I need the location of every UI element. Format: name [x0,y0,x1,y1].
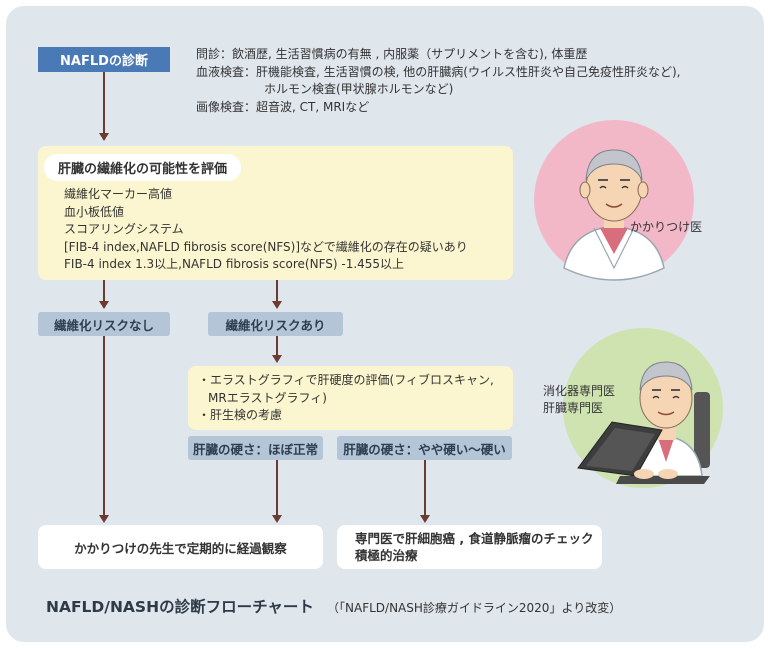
nafld-diagnosis-details: 問診：飲酒歴, 生活習慣病の有無 , 内服薬（サプリメントを含む), 体重歴 血… [196,46,680,116]
no-fibrosis-risk-label: 繊維化リスクなし [53,317,154,333]
arrow-specialist-shaft [424,460,426,516]
arrow-risk-head [272,301,282,309]
fibrosis-evaluation-title-pill: 肝臓の繊維化の可能性を評価 [44,154,242,181]
specialist-outcome-box: 専門医で肝細胞癌 , 食道静脈瘤のチェック 積極的治療 [337,525,602,569]
hormone-test-line: ホルモン検査(甲状腺ホルモンなど) [264,82,454,96]
marker-line: 繊維化マーカー高値 [64,187,173,201]
specialist-check-line: 専門医で肝細胞癌 , 食道静脈瘤のチェック [355,531,594,546]
blood-test-line: 血液検査：肝機能検査, 生活習慣の検, 他の肝臓病(ウイルス性肝炎や自己免疫性肝… [196,64,681,79]
imaging-line: 画像検査：超音波, CT, MRIなど [196,99,370,114]
arrow-normal-head [272,515,282,523]
gp-role-label: かかりつけ医 [630,220,703,234]
arrow-1-head [99,133,109,141]
elastography-line: ・エラストグラフィで肝硬度の評価(フィブロスキャン, [198,373,494,387]
nafld-diagnosis-step: NAFLDの診断 [38,47,170,72]
arrow-observe-head [99,515,109,523]
platelet-line: 血小板低値 [64,204,125,219]
general-practitioner-illustration [534,120,694,281]
flowchart-caption: NAFLD/NASHの診断フローチャート （「NAFLD/NASH診療ガイドライ… [46,595,621,617]
no-fibrosis-risk-step: 繊維化リスクなし [38,312,170,336]
observation-outcome-text: かかりつけの先生で定期的に経過観察 [74,540,287,556]
hardness-hard-label: 肝臓の硬さ：やや硬い〜硬い [343,441,506,457]
arrow-elastography-head [272,355,282,363]
mr-elastography-line: MRエラストグラフィ) [208,390,327,405]
score-suspect-line: [FIB-4 index,NAFLD fibrosis score(NFS)]な… [64,239,468,254]
specialist-illustration [563,328,723,488]
fibrosis-risk-step: 繊維化リスクあり [208,312,343,336]
arrow-1-shaft [103,72,105,134]
flowchart-title: NAFLD/NASHの診断フローチャート [46,598,314,616]
arrow-normal-shaft [276,460,278,516]
arrow-no-risk-head [99,301,109,309]
arrow-observe-shaft [103,336,105,516]
fibrosis-evaluation-box: 肝臓の繊維化の可能性を評価 繊維化マーカー高値 血小板低値 スコアリングシステム… [38,146,513,280]
flowchart-source-note: （「NAFLD/NASH診療ガイドライン2020」より改変） [327,601,622,615]
gastroenterologist-label: 消化器専門医 [543,384,616,398]
specialist-outcome-text: 専門医で肝細胞癌 , 食道静脈瘤のチェック 積極的治療 [355,530,593,564]
liver-biopsy-line: ・肝生検の考慮 [198,408,283,422]
observation-outcome-box: かかりつけの先生で定期的に経過観察 [38,525,323,569]
hardness-hard-step: 肝臓の硬さ：やや硬い〜硬い [337,436,512,460]
interview-line: 問診：飲酒歴, 生活習慣病の有無 , 内服薬（サプリメントを含む), 体重歴 [196,47,588,61]
elastography-box: ・エラストグラフィで肝硬度の評価(フィブロスキャン, MRエラストグラフィ) ・… [188,366,513,430]
specialist-role-label: 消化器専門医 肝臓専門医 [543,383,615,417]
arrow-no-risk-shaft [103,280,105,302]
nafld-diagnosis-label: NAFLDの診断 [60,54,148,69]
score-threshold-line: FIB-4 index 1.3以上,NAFLD fibrosis score(N… [64,257,405,271]
fibrosis-evaluation-title: 肝臓の繊維化の可能性を評価 [58,162,228,177]
scoring-line: スコアリングシステム [64,222,184,236]
arrow-specialist-head [420,515,430,523]
hardness-normal-step: 肝臓の硬さ：ほぼ正常 [188,436,323,460]
hepatologist-label: 肝臓専門医 [543,401,604,415]
fibrosis-risk-label: 繊維化リスクあり [225,317,326,333]
active-treatment-line: 積極的治療 [355,548,418,563]
hardness-normal-label: 肝臓の硬さ：ほぼ正常 [192,441,318,457]
elastography-list: ・エラストグラフィで肝硬度の評価(フィブロスキャン, MRエラストグラフィ) ・… [198,372,494,425]
arrow-risk-shaft [276,280,278,302]
fibrosis-evaluation-list: 繊維化マーカー高値 血小板低値 スコアリングシステム [FIB-4 index,… [64,186,468,274]
arrow-elastography-shaft [276,336,278,356]
